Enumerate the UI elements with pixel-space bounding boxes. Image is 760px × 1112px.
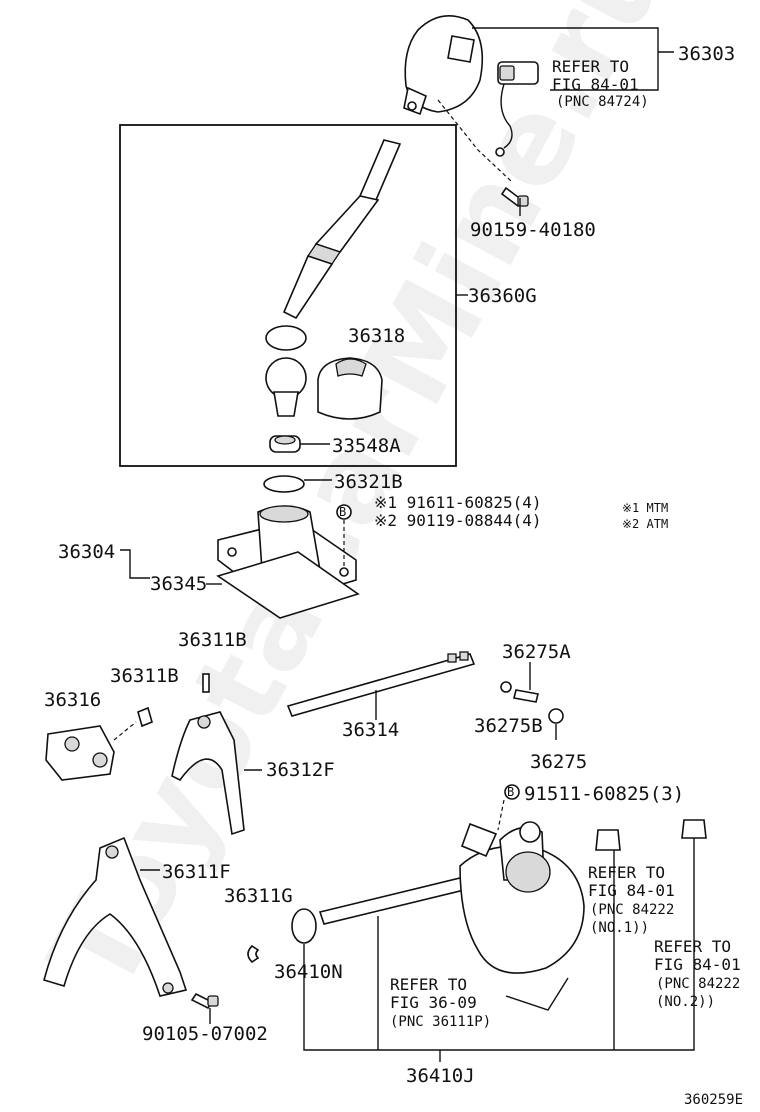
label-36345: 36345: [150, 573, 207, 595]
label-91511-60825: 91511-60825(3): [524, 783, 684, 805]
switch-84222-no1: [595, 829, 621, 851]
ball-36275b: [500, 681, 512, 693]
label-36314: 36314: [342, 719, 399, 741]
shift-lever: [265, 139, 402, 417]
note-mtm: ※1 MTM: [622, 501, 668, 515]
refer-c-1: REFER TO: [654, 937, 731, 956]
label-36311b-top: 36311B: [178, 629, 247, 651]
label-bolt-a: ※1 91611-60825(4): [374, 493, 542, 512]
gasket-36345: [216, 551, 360, 619]
label-36311g: 36311G: [224, 885, 293, 907]
bolt-marker-b-top: [336, 504, 352, 520]
label-36360g: 36360G: [468, 285, 537, 307]
shift-shaft-36410j: [318, 821, 585, 974]
note-atm: ※2 ATM: [622, 517, 668, 531]
label-33548a: 33548A: [332, 435, 401, 457]
shift-rod-36314: [286, 651, 476, 717]
label-36410j: 36410J: [406, 1065, 475, 1087]
lever-boot-36318: [317, 357, 383, 420]
refer-a-2: FIG 84-01: [552, 75, 639, 94]
bushing-33548a: [269, 435, 301, 453]
refer-c36-3: (PNC 36111P): [390, 1014, 491, 1030]
shift-fork-36311f: [43, 836, 188, 997]
refer-b-1: REFER TO: [588, 863, 665, 882]
refer-c-2: FIG 84-01: [654, 955, 741, 974]
label-bolt-b: ※2 90119-08844(4): [374, 511, 542, 530]
label-90159-40180: 90159-40180: [470, 219, 596, 241]
refer-c-3: (PNC 84222: [656, 976, 740, 992]
seal-36410n: [291, 908, 317, 944]
shift-fork-36312f: [171, 711, 245, 836]
shift-knob: [403, 14, 484, 116]
refer-a-3: (PNC 84724): [556, 94, 649, 110]
p36303-bracket: [472, 27, 674, 91]
label-36321b: 36321B: [334, 471, 403, 493]
housing-bracket: [120, 549, 150, 579]
label-36275a: 36275A: [502, 641, 571, 663]
label-36316: 36316: [44, 689, 101, 711]
clip-36311g: [247, 944, 260, 964]
knob-screw-leader: [437, 99, 513, 183]
bolt-marker-text-top: B: [339, 505, 346, 519]
p36410j-bracket: [303, 838, 695, 1062]
plug-36275: [548, 708, 564, 724]
switch-connector: [495, 61, 539, 157]
shift-block-36316: [45, 725, 115, 781]
spring-leaders: [529, 662, 557, 740]
label-36304: 36304: [58, 541, 115, 563]
refer-a-1: REFER TO: [552, 57, 629, 76]
label-90105-07002: 90105-07002: [142, 1023, 268, 1045]
bolt-marker-b-bottom: [504, 784, 520, 800]
label-36303: 36303: [678, 43, 735, 65]
bolt-marker-text-bottom: B: [507, 785, 514, 799]
figure-code: 360259E: [684, 1092, 743, 1108]
bolt-b-leader: [497, 799, 505, 831]
refer-b-4: (NO.1)): [590, 920, 649, 936]
label-36311f: 36311F: [162, 861, 231, 883]
pin-36311b-left: [137, 706, 153, 728]
label-36311b-left: 36311B: [110, 665, 179, 687]
label-36312f: 36312F: [266, 759, 335, 781]
refer-b-2: FIG 84-01: [588, 881, 675, 900]
label-36275b: 36275B: [474, 715, 543, 737]
block-pin-leader: [113, 721, 137, 741]
switch-84222-no2: [681, 819, 707, 839]
label-36318: 36318: [348, 325, 405, 347]
refer-b-3: (PNC 84222: [590, 902, 674, 918]
label-36275: 36275: [530, 751, 587, 773]
snap-ring-36321b: [263, 475, 305, 493]
refer-c36-2: FIG 36-09: [390, 993, 477, 1012]
bolt-90105-07002: [190, 992, 219, 1010]
label-36410n: 36410N: [274, 961, 343, 983]
refer-c-4: (NO.2)): [656, 994, 715, 1010]
refer-c36-1: REFER TO: [390, 975, 467, 994]
pin-36311b-top: [202, 673, 210, 693]
rod-36111p: [505, 977, 569, 1011]
spring-36275a: [513, 689, 539, 703]
